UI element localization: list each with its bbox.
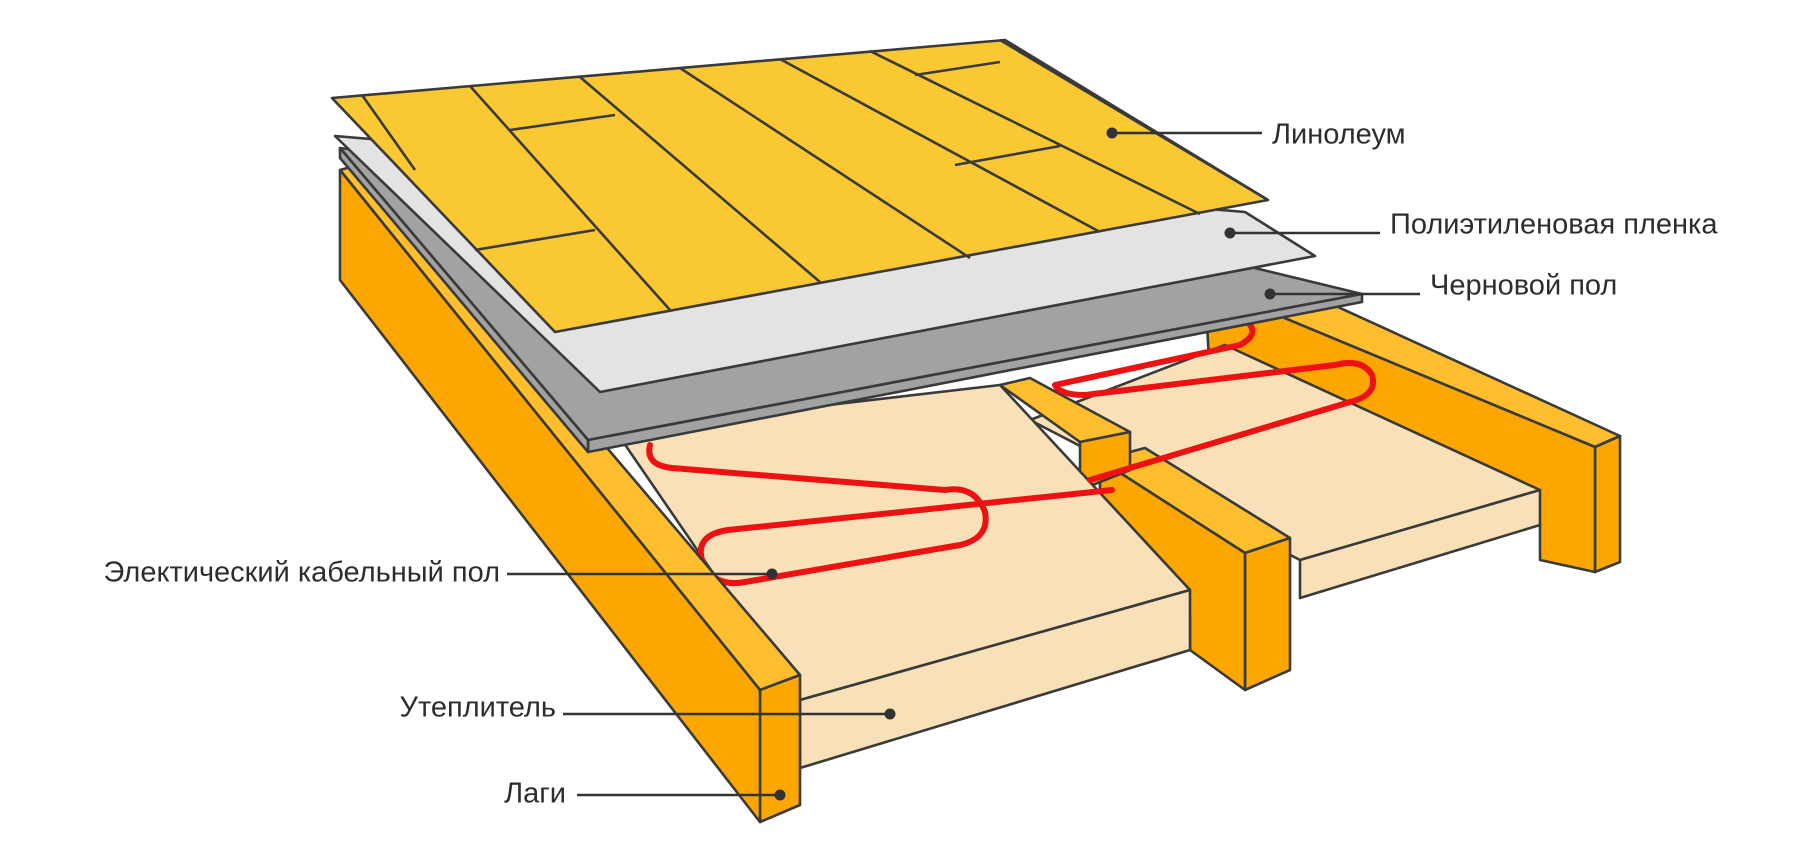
joist-front-side [338, 168, 762, 824]
callout-joists: Лаги [504, 778, 786, 810]
label-poly-film: Полиэтиленовая пленка [1390, 209, 1718, 241]
cable-loop-back [1052, 322, 1376, 483]
callout-linoleum: Линолеум [1106, 119, 1406, 151]
linoleum-seams [360, 38, 1269, 311]
label-cable-floor: Электический кабельный пол [104, 557, 500, 589]
callout-cable-floor: Электический кабельный пол [104, 557, 778, 589]
heating-cable [646, 322, 1376, 586]
cable-loop-front [646, 442, 1115, 586]
joist-back-face [1593, 434, 1622, 574]
callout-dot [766, 568, 778, 580]
subfloor-side-edge [338, 146, 590, 454]
callout-insulation: Утеплитель [400, 692, 896, 724]
label-subfloor: Черновой пол [1430, 270, 1617, 302]
callout-dot [884, 708, 896, 720]
insulation-back-front [1298, 488, 1542, 600]
callout-poly-film: Полиэтиленовая пленка [1224, 209, 1718, 241]
callout-dot [1264, 288, 1276, 300]
label-insulation: Утеплитель [400, 692, 556, 724]
callout-dot [774, 789, 786, 801]
callout-subfloor: Черновой пол [1264, 270, 1617, 302]
callout-dot [1224, 227, 1236, 239]
linoleum-layer [330, 38, 1270, 334]
joist-middle-face [1243, 536, 1292, 692]
label-joists: Лаги [504, 778, 566, 810]
label-linoleum: Линолеум [1272, 119, 1406, 151]
callout-dot [1106, 127, 1118, 139]
